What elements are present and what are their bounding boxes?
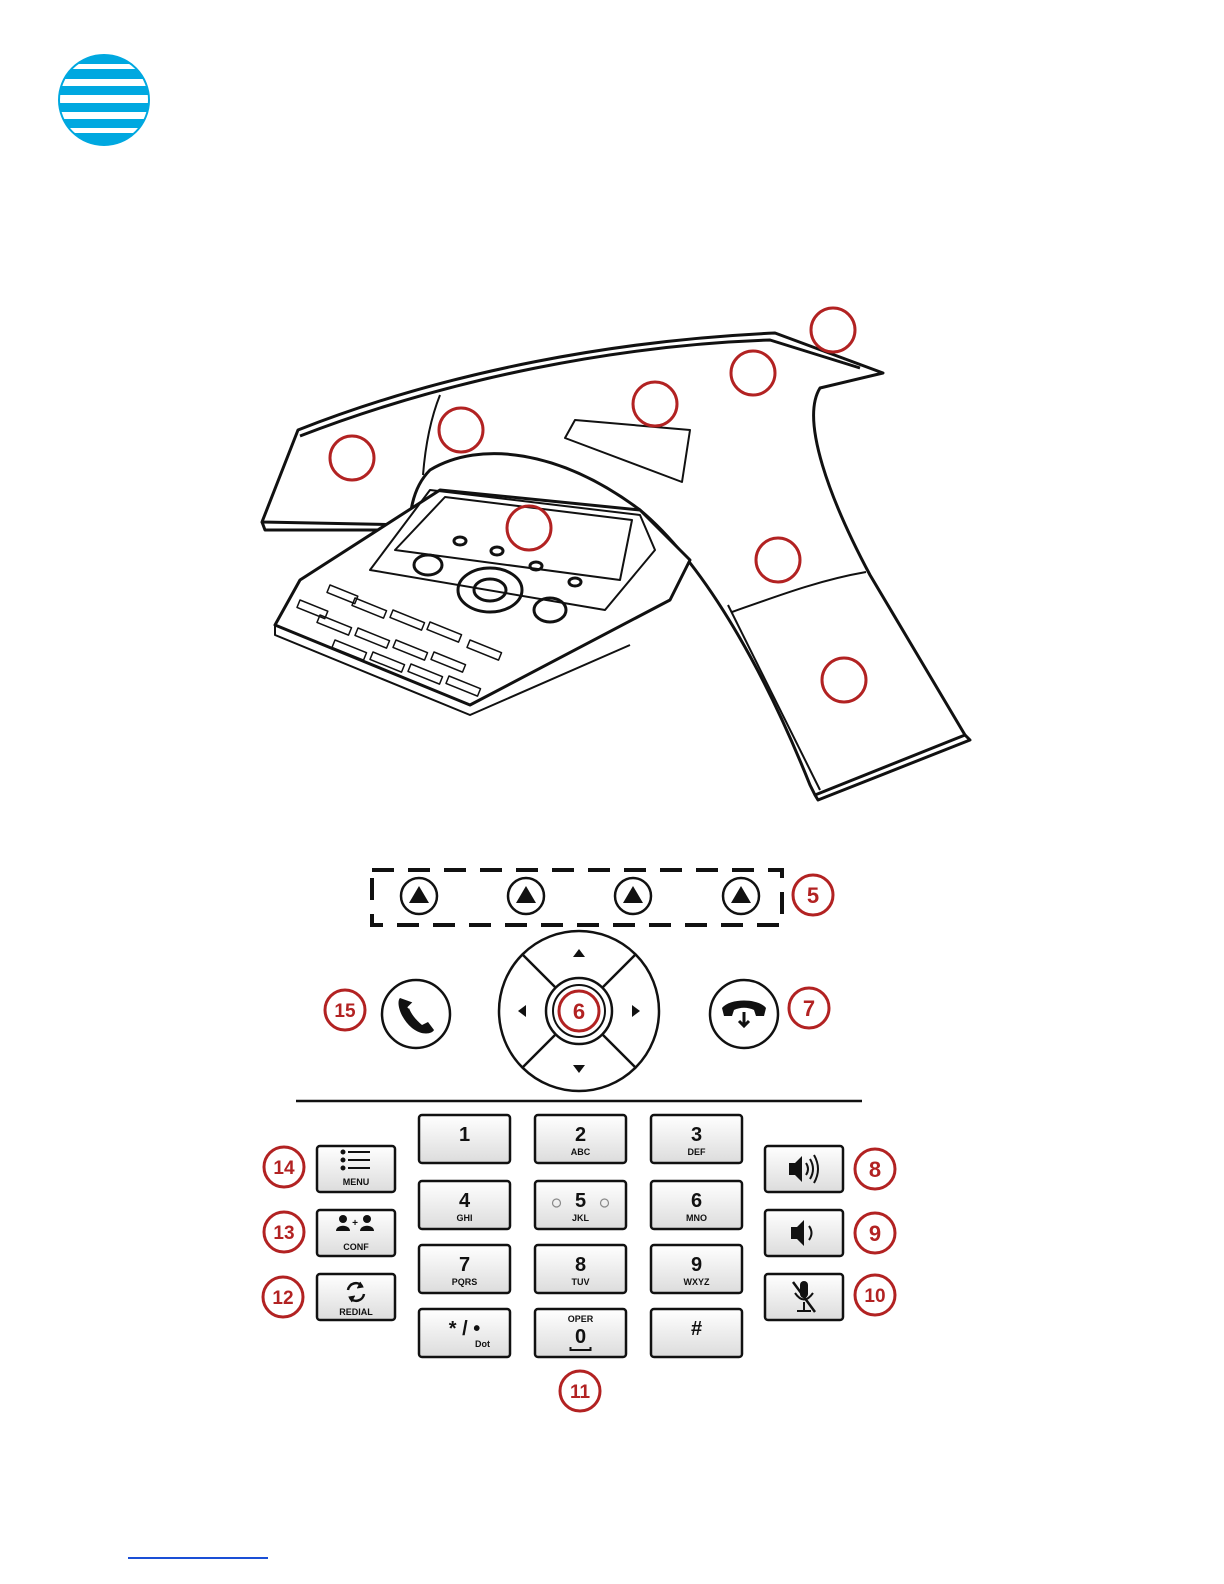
dial-key-letters: WXYZ: [684, 1277, 711, 1287]
dial-key-number: 6: [691, 1190, 702, 1212]
callout-10: 10: [855, 1275, 895, 1315]
svg-text:14: 14: [273, 1158, 295, 1179]
svg-text:+: +: [352, 1218, 358, 1229]
redial-key[interactable]: REDIAL: [317, 1274, 395, 1320]
softkeys-group: [372, 870, 782, 925]
dial-key-number: * / •: [449, 1318, 480, 1340]
dial-key-number: 8: [575, 1254, 586, 1276]
svg-text:13: 13: [273, 1223, 294, 1244]
softkey-1[interactable]: [401, 878, 437, 914]
nav-left-arrow-icon[interactable]: [518, 1005, 526, 1017]
softkey-4[interactable]: [723, 878, 759, 914]
dial-key-letters: ABC: [571, 1147, 591, 1157]
callout-12: 12: [263, 1277, 303, 1317]
dial-key-11[interactable]: 0 OPER: [535, 1309, 626, 1357]
dial-key-number: 5: [575, 1190, 586, 1212]
redial-key-label: REDIAL: [339, 1307, 373, 1317]
mute-key[interactable]: [765, 1274, 843, 1320]
callout-8: 8: [855, 1149, 895, 1189]
menu-key-label: MENU: [343, 1177, 370, 1187]
dial-key-letters: DEF: [688, 1147, 707, 1157]
svg-text:6: 6: [573, 999, 585, 1024]
svg-text:8: 8: [869, 1157, 881, 1182]
nav-right-arrow-icon[interactable]: [632, 1005, 640, 1017]
dial-key-letters: MNO: [686, 1213, 707, 1223]
dial-key-letters: JKL: [572, 1213, 590, 1223]
volume-down-key[interactable]: [765, 1210, 843, 1256]
svg-text:11: 11: [570, 1382, 591, 1403]
dial-key-number: 4: [459, 1190, 471, 1212]
svg-text:9: 9: [869, 1221, 881, 1246]
dial-key-10[interactable]: * / •Dot: [419, 1309, 510, 1357]
answer-call-button[interactable]: [382, 980, 450, 1048]
callout-9: 9: [855, 1213, 895, 1253]
svg-text:10: 10: [864, 1286, 885, 1307]
dial-key-number: 3: [691, 1124, 702, 1146]
dial-key-1[interactable]: 1: [419, 1115, 510, 1163]
softkey-2[interactable]: [508, 878, 544, 914]
att-globe-logo: [55, 55, 153, 145]
conference-key[interactable]: + CONF: [317, 1210, 395, 1256]
dial-key-number: 9: [691, 1254, 702, 1276]
dial-key-number: 7: [459, 1254, 470, 1276]
dial-key-12[interactable]: #: [651, 1309, 742, 1357]
callout-14: 14: [264, 1147, 304, 1187]
softkey-3[interactable]: [615, 878, 651, 914]
svg-text:5: 5: [807, 883, 819, 908]
callout-6: 6: [559, 991, 599, 1031]
dial-key-letters: OPER: [568, 1314, 594, 1324]
dial-key-letters: TUV: [572, 1277, 590, 1287]
conference-phone-illustration: [262, 333, 970, 800]
dial-key-number: 2: [575, 1124, 586, 1146]
svg-text:7: 7: [803, 996, 815, 1021]
nav-up-arrow-icon[interactable]: [573, 949, 585, 957]
menu-key[interactable]: MENU: [317, 1146, 395, 1192]
dial-key-letters: Dot: [475, 1339, 490, 1349]
nav-down-arrow-icon[interactable]: [573, 1065, 585, 1073]
svg-text:15: 15: [334, 1001, 356, 1022]
svg-text:12: 12: [272, 1288, 293, 1309]
volume-up-key[interactable]: [765, 1146, 843, 1192]
callout-15: 15: [325, 990, 365, 1030]
callout-11: 11: [560, 1371, 600, 1411]
end-call-button[interactable]: [710, 980, 778, 1048]
callout-5: 5: [793, 875, 833, 915]
dial-key-number: 1: [459, 1124, 470, 1146]
dial-key-number: 0: [575, 1326, 586, 1348]
dial-key-letters: PQRS: [452, 1277, 478, 1287]
dial-key-number: #: [691, 1318, 702, 1340]
dial-key-letters: GHI: [456, 1213, 472, 1223]
callout-7: 7: [789, 988, 829, 1028]
conf-key-label: CONF: [343, 1242, 369, 1252]
footer-link-underline[interactable]: [128, 1557, 268, 1559]
callout-13: 13: [264, 1212, 304, 1252]
